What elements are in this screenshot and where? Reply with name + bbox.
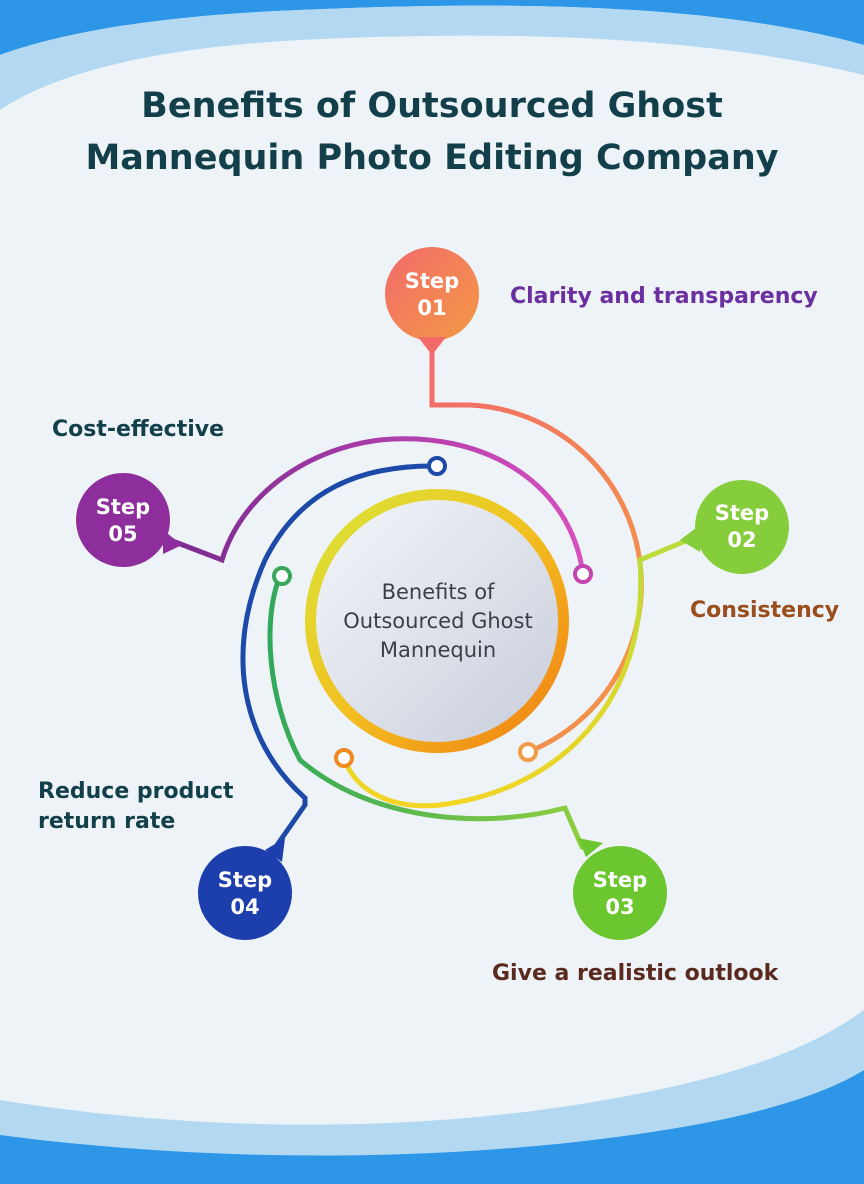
step-02-badge: Step 02 — [702, 500, 782, 554]
center-hub — [305, 489, 569, 753]
connector-step-03 — [267, 573, 585, 850]
connector-step-01 — [429, 342, 644, 755]
step-01-label: Step — [404, 269, 460, 293]
step-pins — [76, 247, 789, 940]
infographic-title: Benefits of Outsourced Ghost Mannequin P… — [0, 80, 864, 184]
dot-end-01 — [518, 742, 538, 762]
step-03-number: 03 — [605, 895, 635, 919]
dot-end-02 — [334, 748, 354, 768]
pin-step-04 — [198, 838, 292, 940]
step-03-label: Step — [592, 868, 648, 892]
center-disc — [316, 500, 558, 742]
title-line-1: Benefits of Outsourced Ghost — [141, 86, 723, 126]
benefit-label-02: Consistency — [690, 596, 839, 626]
center-label: Benefits of Outsourced Ghost Mannequin — [318, 578, 558, 665]
benefit-label-03: Give a realistic outlook — [492, 959, 778, 989]
benefit-label-01: Clarity and transparency — [510, 282, 818, 312]
step-03-badge: Step 03 — [580, 867, 660, 921]
pin-step-02 — [680, 480, 789, 574]
benefit-02-line-1: Consistency — [690, 598, 840, 623]
connector-step-02 — [341, 537, 691, 809]
step-04-number: 04 — [230, 895, 260, 919]
step-05-label: Step — [95, 495, 151, 519]
dot-end-04 — [427, 456, 447, 476]
benefit-04-line-2: return rate — [38, 809, 176, 834]
benefit-label-04: Reduce product return rate — [38, 777, 234, 837]
benefit-04-line-1: Reduce product — [38, 779, 234, 804]
center-line-2: Outsourced Ghost — [343, 609, 533, 633]
benefit-01-line-1: Clarity and transparency — [510, 284, 818, 309]
center-line-1: Benefits of — [381, 580, 495, 604]
top-wave-light — [0, 5, 864, 111]
connector-step-04 — [240, 463, 440, 861]
step-04-badge: Step 04 — [205, 867, 285, 921]
step-02-number: 02 — [727, 528, 757, 552]
pin-step-05 — [76, 473, 182, 567]
benefit-label-05: Cost-effective — [52, 415, 224, 445]
center-line-3: Mannequin — [379, 638, 497, 662]
top-wave-dark — [0, 0, 864, 55]
pin-step-01 — [385, 247, 479, 355]
connector-lines — [167, 342, 691, 861]
bottom-wave-dark — [0, 1070, 864, 1184]
connector-end-dots — [272, 456, 593, 768]
title-line-2: Mannequin Photo Editing Company — [85, 138, 779, 178]
benefit-03-line-1: Give a realistic outlook — [492, 961, 779, 986]
step-02-label: Step — [714, 501, 770, 525]
step-04-label: Step — [217, 868, 273, 892]
step-01-number: 01 — [417, 296, 447, 320]
step-05-badge: Step 05 — [83, 494, 163, 548]
connector-step-05 — [167, 436, 586, 577]
dot-end-03 — [272, 566, 292, 586]
benefit-05-line-1: Cost-effective — [52, 417, 225, 442]
dot-end-05 — [573, 564, 593, 584]
pin-step-03 — [573, 838, 667, 940]
step-01-badge: Step 01 — [392, 268, 472, 322]
step-05-number: 05 — [108, 522, 138, 546]
